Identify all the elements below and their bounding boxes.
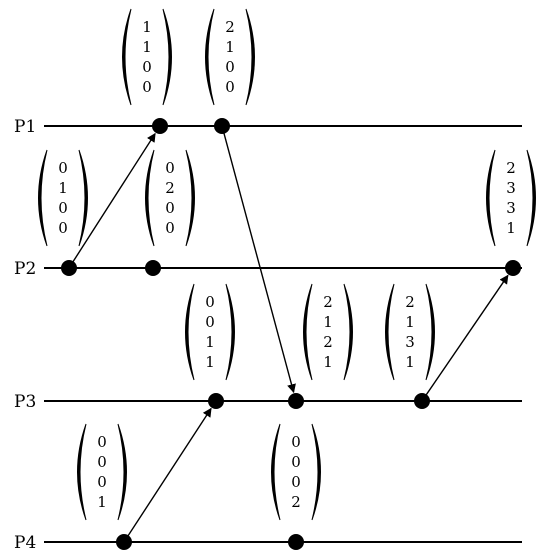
vector-entry: 0 xyxy=(205,293,215,311)
right-paren-icon xyxy=(526,149,536,247)
vector-entry: 2 xyxy=(291,493,301,511)
right-paren-icon xyxy=(225,283,235,381)
process-label-p1: P1 xyxy=(14,117,36,137)
left-paren-icon xyxy=(486,149,496,247)
vector-entry: 3 xyxy=(506,179,516,197)
vector-entry: 0 xyxy=(58,199,68,217)
vector-entry: 1 xyxy=(97,493,107,511)
vector-entry: 2 xyxy=(165,179,175,197)
vector-entry: 0 xyxy=(225,58,235,76)
vector-entry: 0 xyxy=(291,453,301,471)
process-label-p3: P3 xyxy=(14,392,36,412)
event-dot-p4-e1 xyxy=(116,534,132,550)
vector-clock-p2-e3: 2 3 3 1 xyxy=(486,149,536,247)
vector-entry: 0 xyxy=(225,78,235,96)
vector-clock-p2-e2: 0 2 0 0 xyxy=(145,149,195,247)
vector-clock-p1-e1: 1 1 0 0 xyxy=(122,8,172,106)
vector-entry: 1 xyxy=(405,313,415,331)
vector-entry: 2 xyxy=(225,18,235,36)
vector-clock-p3-e3: 2 1 3 1 xyxy=(385,283,435,381)
event-dot-p3-e2 xyxy=(288,393,304,409)
left-paren-icon xyxy=(385,283,395,381)
event-dot-p2-e2 xyxy=(145,260,161,276)
vector-entry: 3 xyxy=(405,333,415,351)
left-paren-icon xyxy=(185,283,195,381)
vector-entry: 0 xyxy=(165,199,175,217)
vector-entry: 1 xyxy=(58,179,68,197)
vector-clock-p3-e2: 2 1 2 1 xyxy=(303,283,353,381)
vector-entry: 1 xyxy=(323,313,333,331)
left-paren-icon xyxy=(122,8,132,106)
vector-entry: 1 xyxy=(205,333,215,351)
vector-entry: 0 xyxy=(291,433,301,451)
event-dot-p2-e3 xyxy=(505,260,521,276)
right-paren-icon xyxy=(78,149,88,247)
vector-clock-p2-e1: 0 1 0 0 xyxy=(38,149,88,247)
right-paren-icon xyxy=(185,149,195,247)
process-label-p4: P4 xyxy=(14,533,36,553)
vector-entry: 0 xyxy=(58,159,68,177)
vector-entry: 0 xyxy=(97,473,107,491)
event-dot-p3-e3 xyxy=(414,393,430,409)
left-paren-icon xyxy=(38,149,48,247)
vector-entry: 1 xyxy=(142,18,152,36)
message-arrow-msg-p4-to-p3 xyxy=(125,407,212,540)
process-label-p2: P2 xyxy=(14,259,36,279)
vector-entry: 1 xyxy=(323,353,333,371)
right-paren-icon xyxy=(162,8,172,106)
vector-entry: 0 xyxy=(97,433,107,451)
vector-entry: 1 xyxy=(506,219,516,237)
message-arrow-msg-p3-to-p2 xyxy=(423,274,509,399)
vector-entry: 0 xyxy=(205,313,215,331)
event-dot-p1-e2 xyxy=(214,118,230,134)
vector-entry: 2 xyxy=(323,333,333,351)
vector-clock-p4-e2: 0 0 0 2 xyxy=(271,423,321,521)
right-paren-icon xyxy=(425,283,435,381)
message-arrow-msg-p2-to-p1 xyxy=(70,132,156,266)
vector-entry: 0 xyxy=(142,78,152,96)
left-paren-icon xyxy=(205,8,215,106)
left-paren-icon xyxy=(271,423,281,521)
vector-entry: 0 xyxy=(97,453,107,471)
event-dot-p3-e1 xyxy=(208,393,224,409)
vector-entry: 1 xyxy=(205,353,215,371)
vector-clock-p3-e1: 0 0 1 1 xyxy=(185,283,235,381)
vector-clock-p1-e2: 2 1 0 0 xyxy=(205,8,255,106)
event-dot-p2-e1 xyxy=(61,260,77,276)
right-paren-icon xyxy=(117,423,127,521)
message-arrow-msg-p1-to-p3 xyxy=(222,129,296,394)
vector-entry: 2 xyxy=(323,293,333,311)
right-paren-icon xyxy=(245,8,255,106)
vector-entry: 2 xyxy=(506,159,516,177)
left-paren-icon xyxy=(145,149,155,247)
vector-entry: 1 xyxy=(225,38,235,56)
vector-entry: 1 xyxy=(405,353,415,371)
vector-entry: 2 xyxy=(405,293,415,311)
vector-entry: 1 xyxy=(142,38,152,56)
left-paren-icon xyxy=(77,423,87,521)
vector-entry: 0 xyxy=(291,473,301,491)
vector-entry: 0 xyxy=(165,159,175,177)
vector-entry: 0 xyxy=(58,219,68,237)
left-paren-icon xyxy=(303,283,313,381)
event-dot-p1-e1 xyxy=(152,118,168,134)
right-paren-icon xyxy=(311,423,321,521)
event-dot-p4-e2 xyxy=(288,534,304,550)
vector-entry: 0 xyxy=(142,58,152,76)
right-paren-icon xyxy=(343,283,353,381)
vector-entry: 3 xyxy=(506,199,516,217)
vector-clock-p4-e1: 0 0 0 1 xyxy=(77,423,127,521)
vector-entry: 0 xyxy=(165,219,175,237)
